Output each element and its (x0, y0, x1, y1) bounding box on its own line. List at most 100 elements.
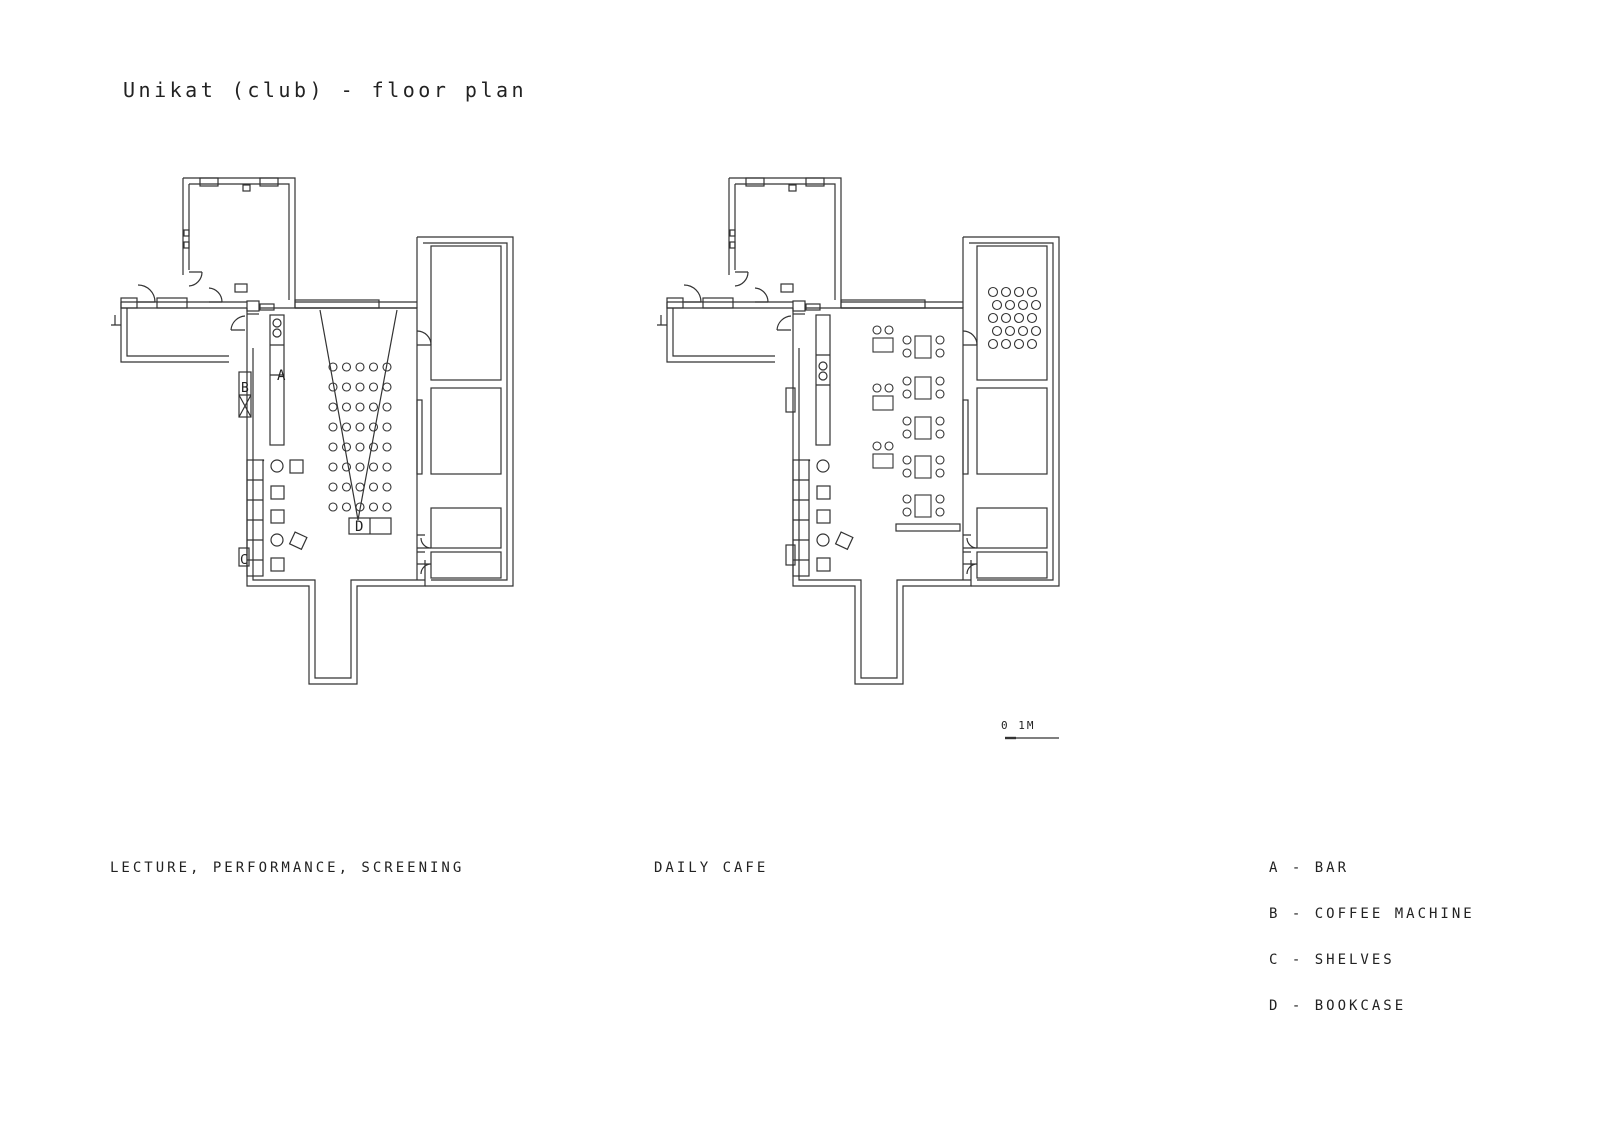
seat-chair (341, 382, 352, 392)
caption-cafe: DAILY CAFE (654, 860, 769, 876)
cafe-chair (872, 441, 882, 451)
marker-c: C (240, 553, 248, 568)
seat-chair (355, 442, 365, 452)
stored-chair (987, 338, 999, 350)
cafe-chair (935, 507, 945, 517)
seat-chair (355, 402, 365, 412)
caption-lecture: LECTURE, PERFORMANCE, SCREENING (110, 860, 465, 876)
cafe-chair (902, 376, 912, 386)
seat-chair (355, 422, 365, 432)
cafe-table (914, 494, 932, 518)
stored-chair (1000, 286, 1012, 298)
cafe-chair (935, 429, 945, 439)
seat-chair (355, 362, 365, 372)
seat-chair (382, 422, 392, 432)
seat-chair (382, 362, 392, 372)
stored-chair (1017, 325, 1029, 337)
seat-chair (382, 482, 392, 492)
cafe-chair (935, 389, 945, 399)
cafe-chair (902, 389, 912, 399)
seat-chair (341, 362, 352, 372)
stored-chair (991, 299, 1003, 311)
seat-chair (328, 382, 338, 392)
seat-chair (341, 462, 352, 472)
cafe-furniture (872, 286, 1042, 518)
cafe-chair (902, 335, 912, 345)
cafe-table (914, 335, 932, 359)
seat-chair (368, 442, 379, 452)
stored-chair (1013, 312, 1025, 324)
marker-b: B (241, 381, 249, 396)
seat-chair (341, 502, 352, 512)
seat-chair (382, 442, 392, 452)
cafe-chair (902, 455, 912, 465)
stored-chair (987, 286, 999, 298)
stored-chair (1026, 338, 1038, 350)
stored-chair (1013, 286, 1025, 298)
seat-chair (382, 382, 392, 392)
seat-chair (382, 402, 392, 412)
scale-label: 0 1M (1001, 719, 1036, 732)
seat-chair (328, 442, 338, 452)
seat-chair (341, 402, 352, 412)
cafe-chair (902, 429, 912, 439)
seat-chair (368, 502, 379, 512)
stored-chair (1026, 312, 1038, 324)
cafe-chair (935, 468, 945, 478)
cafe-chair (902, 507, 912, 517)
cafe-chair (935, 348, 945, 358)
seat-chair (328, 462, 338, 472)
seat-chair (328, 402, 338, 412)
stored-chair (1000, 312, 1012, 324)
cafe-table (914, 376, 932, 400)
seat-chair (368, 422, 379, 432)
seat-chair (368, 382, 379, 392)
stored-chair (1004, 299, 1016, 311)
cafe-chair (884, 325, 894, 335)
seat-chair (328, 422, 338, 432)
plan-cafe (656, 177, 1060, 685)
seat-chair (368, 362, 379, 372)
cafe-chair (935, 494, 945, 504)
cafe-chair (935, 416, 945, 426)
seat-chair (368, 482, 379, 492)
seat-chair (355, 462, 365, 472)
cafe-chair (872, 383, 882, 393)
cafe-chair (872, 325, 882, 335)
cafe-chair (902, 348, 912, 358)
seat-chair (341, 422, 352, 432)
lecture-seating (328, 362, 392, 512)
stored-chair (1030, 325, 1042, 337)
cafe-chair (935, 335, 945, 345)
seat-chair (382, 462, 392, 472)
stored-chair (1000, 338, 1012, 350)
stored-chair (991, 325, 1003, 337)
seat-chair (355, 482, 365, 492)
cafe-chair (884, 441, 894, 451)
stored-chair (1013, 338, 1025, 350)
seat-chair (341, 442, 352, 452)
seat-chair (368, 462, 379, 472)
seat-chair (328, 502, 338, 512)
stored-chair (987, 312, 999, 324)
legend-item: D - BOOKCASE (1269, 998, 1407, 1014)
plan-lecture: A B C D (110, 177, 514, 685)
legend-item: B - COFFEE MACHINE (1269, 906, 1475, 922)
cafe-table (872, 337, 894, 353)
stored-chair (1030, 299, 1042, 311)
legend-item: A - BAR (1269, 860, 1350, 876)
marker-a: A (277, 368, 286, 384)
seat-chair (382, 502, 392, 512)
cafe-table (872, 453, 894, 469)
cafe-table (914, 455, 932, 479)
cafe-table (872, 395, 894, 411)
cafe-chair (935, 376, 945, 386)
seat-chair (355, 382, 365, 392)
stored-chair (1017, 299, 1029, 311)
seat-chair (341, 482, 352, 492)
stored-chair (1026, 286, 1038, 298)
marker-d: D (355, 519, 363, 535)
cafe-chair (902, 416, 912, 426)
seat-chair (328, 362, 338, 372)
